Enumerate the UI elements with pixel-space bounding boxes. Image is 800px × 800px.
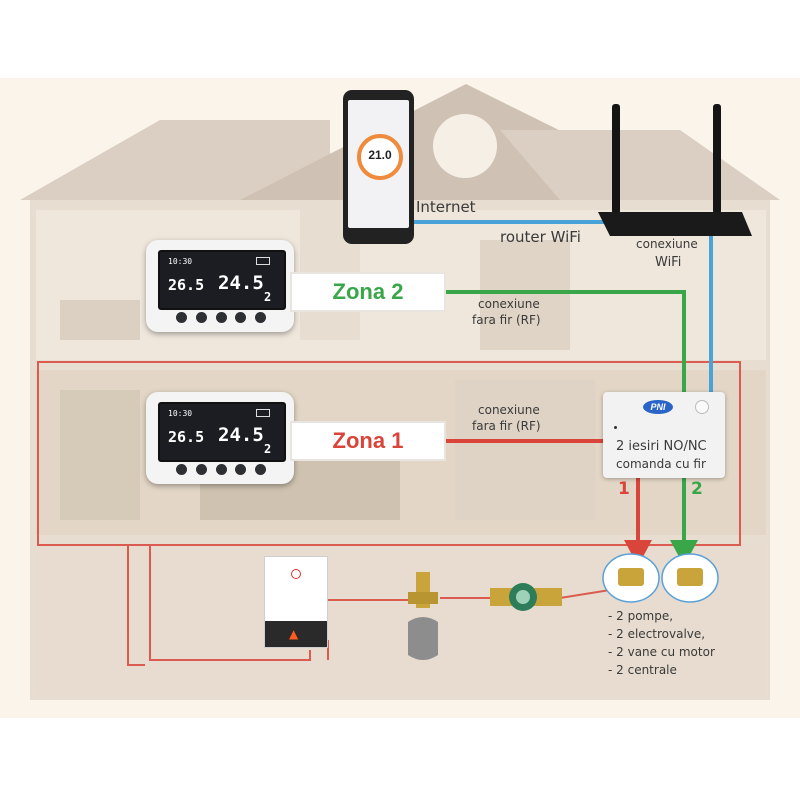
thermostat-time: 10:30 <box>168 409 193 418</box>
rf-conn-zone2-label-1: conexiune <box>478 297 540 311</box>
motorized-valve-icon <box>408 572 438 660</box>
device-list-item: - 2 electrovalve, <box>608 627 706 641</box>
boiler-knob <box>291 569 301 579</box>
solenoid-valve-icon <box>602 553 719 603</box>
phone-temperature: 21.0 <box>368 148 392 162</box>
device-list-item: - 2 centrale <box>608 663 677 677</box>
thermostat-buttons <box>176 312 266 324</box>
flame-icon: ▲ <box>289 627 299 641</box>
thermostat-zone2: 10:30 26.5 24.5 2 <box>146 240 294 332</box>
outputs-label-2: comanda cu fir <box>616 457 706 471</box>
internet-label: Internet <box>416 198 476 216</box>
thermostat-icon: 10:30 26.5 24.5 2 <box>158 250 286 310</box>
thermostat-room-temp: 24.5 <box>218 424 264 446</box>
phone-thermostat-dial: 21.0 <box>357 134 403 180</box>
output-1-number: 1 <box>618 479 630 499</box>
thermostat-zone-num: 2 <box>264 290 272 304</box>
thermostat-set-temp: 26.5 <box>168 428 205 446</box>
thermostat-icon: 10:30 26.5 24.5 2 <box>158 402 286 462</box>
thermostat-zone1: 10:30 26.5 24.5 2 <box>146 392 294 484</box>
thermostat-buttons <box>176 464 266 476</box>
device-list-item: - 2 pompe, <box>608 609 674 623</box>
device-list-item: - 2 vane cu motor <box>608 645 715 659</box>
boiler-icon: ▲ <box>264 556 328 648</box>
pni-logo: PNI <box>643 400 673 414</box>
outputs-label-1: 2 iesiri NO/NC <box>616 439 707 454</box>
controller-button <box>695 400 709 414</box>
rf-conn-zone1-label-2: fara fir (RF) <box>472 419 541 433</box>
thermostat-zone-num: 2 <box>264 442 272 456</box>
zone1-circuit <box>37 361 741 666</box>
thermostat-battery <box>256 257 270 265</box>
zona1-label: Zona 1 <box>290 421 446 461</box>
thermostat-room-temp: 24.5 <box>218 272 264 294</box>
rf-conn-zone2-label-2: fara fir (RF) <box>472 313 541 327</box>
zona2-label: Zona 2 <box>290 272 446 312</box>
router-label: router WiFi <box>500 228 581 246</box>
arrow-down-icon <box>624 540 652 566</box>
wifi-conn-label-1: conexiune <box>636 237 698 251</box>
phone-screen: 21.0 <box>348 100 409 228</box>
thermostat-set-temp: 26.5 <box>168 276 205 294</box>
thermostat-time: 10:30 <box>168 257 193 266</box>
boiler-panel: ▲ <box>265 621 327 647</box>
arrow-down-icon <box>670 540 698 566</box>
smartphone: 21.0 <box>343 90 414 244</box>
output-2-number: 2 <box>691 479 703 499</box>
pump-icon <box>490 583 562 611</box>
router-icon <box>598 104 752 236</box>
wifi-connection-line <box>414 220 713 392</box>
controller-icon: PNI <box>603 392 725 478</box>
wifi-conn-label-2: WiFi <box>655 255 682 270</box>
rf-conn-zone1-label-1: conexiune <box>478 403 540 417</box>
controller-led <box>614 426 617 429</box>
thermostat-battery <box>256 409 270 417</box>
